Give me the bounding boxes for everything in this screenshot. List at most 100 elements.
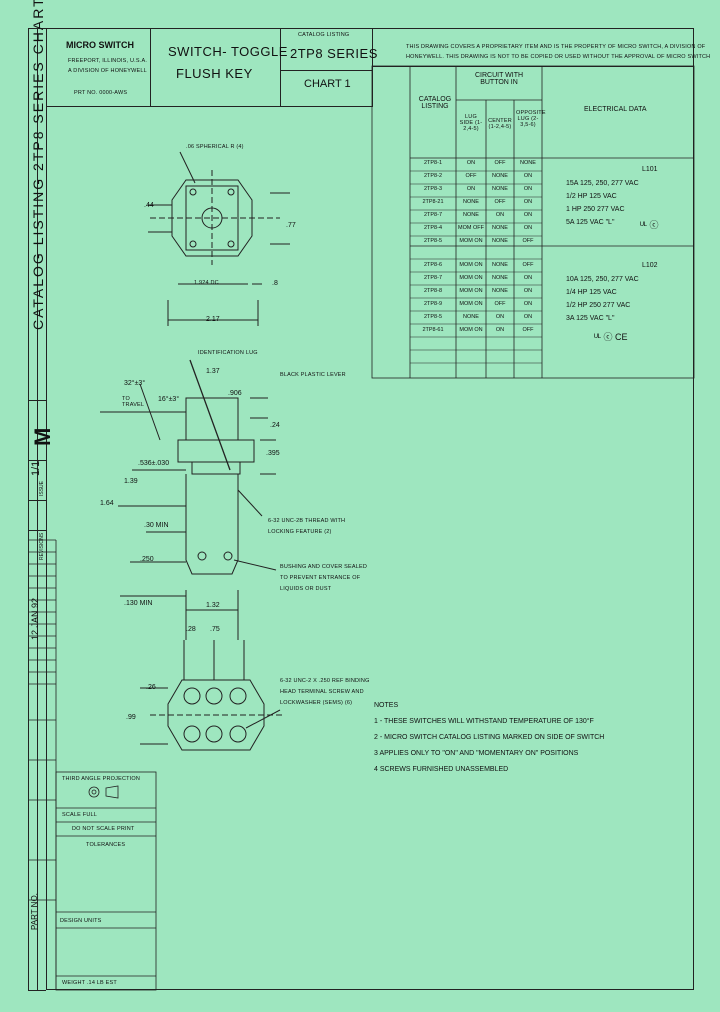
header-electrical: ELECTRICAL DATA bbox=[584, 106, 647, 113]
circuit-cell: ON bbox=[495, 212, 505, 218]
elec1-line4: 5A 125 VAC "L" bbox=[566, 219, 615, 226]
circuit-cell: ON bbox=[523, 199, 533, 205]
company-location: FREEPORT, ILLINOIS, U.S.A. bbox=[68, 58, 148, 64]
left-strip-border bbox=[28, 28, 29, 990]
tolerances-label: TOLERANCES bbox=[86, 842, 126, 848]
elec1-line3: 1 HP 250 277 VAC bbox=[566, 206, 625, 213]
elec2-line4: 3A 125 VAC "L" bbox=[566, 315, 615, 322]
dim-164: 1.64 bbox=[100, 500, 114, 507]
note-1: 1 - THESE SWITCHES WILL WITHSTAND TEMPER… bbox=[374, 718, 594, 725]
dim-26: .26 bbox=[146, 684, 156, 691]
circuit-cell: OFF bbox=[494, 301, 506, 307]
circuit-cell: OFF bbox=[522, 327, 534, 333]
catalog-cell: 2TP8-61 bbox=[422, 327, 444, 333]
dim-28: .28 bbox=[186, 626, 196, 633]
circuit-cell: ON bbox=[466, 160, 476, 166]
catalog-cell: 2TP8-9 bbox=[423, 301, 443, 307]
circuit-cell: ON bbox=[466, 186, 476, 192]
circuit-cell: NONE bbox=[492, 238, 508, 244]
circuit-cell: MOM ON bbox=[459, 327, 483, 333]
left-strip-sep3 bbox=[28, 500, 46, 501]
left-strip-bottom bbox=[28, 990, 46, 991]
ident-lug-label: IDENTIFICATION LUG bbox=[198, 350, 258, 356]
notice-line2: HONEYWELL. THIS DRAWING IS NOT TO BE COP… bbox=[406, 54, 711, 60]
tb-div2 bbox=[280, 28, 281, 106]
do-not-scale: DO NOT SCALE PRINT bbox=[72, 826, 135, 832]
company-division: A DIVISION OF HONEYWELL bbox=[68, 68, 147, 74]
screw-note: 6-32 UNC-2 X .250 REF BINDING HEAD TERMI… bbox=[280, 678, 370, 706]
dim-077: .77 bbox=[286, 222, 296, 229]
catalog-cell: 2TP8-7 bbox=[423, 275, 443, 281]
left-strip-divider bbox=[37, 28, 38, 990]
dim-137: 1.37 bbox=[206, 368, 220, 375]
projection-label: THIRD ANGLE PROJECTION bbox=[62, 776, 141, 782]
circuit-cell: ON bbox=[495, 314, 505, 320]
notice-sep bbox=[372, 66, 694, 67]
top-view-body bbox=[171, 179, 253, 257]
circuit-cell: OFF bbox=[494, 160, 506, 166]
bottom-view-body bbox=[167, 679, 265, 751]
dim-8: .8 bbox=[272, 280, 278, 287]
left-strip-top bbox=[28, 28, 46, 29]
drawing-title-line1: SWITCH- TOGGLE bbox=[168, 44, 288, 59]
ul-mark-1: ᵁᴸ ⓒ bbox=[640, 220, 659, 230]
circuit-cell: ON bbox=[523, 225, 533, 231]
circuit-cell: NONE bbox=[492, 275, 508, 281]
circuit-cell: MOM ON bbox=[459, 301, 483, 307]
catalog-cell: 2TP8-2 bbox=[423, 173, 443, 179]
circuit-cell: NONE bbox=[463, 199, 479, 205]
thread-note: 6-32 UNC-2B THREAD WITH LOCKING FEATURE … bbox=[268, 518, 346, 535]
circuit-cell: OFF bbox=[494, 199, 506, 205]
dim-130min: .130 MIN bbox=[124, 600, 153, 607]
circuit-cell: ON bbox=[495, 327, 505, 333]
elec1-code: L101 bbox=[642, 166, 658, 173]
circuit-cell: ON bbox=[523, 301, 533, 307]
circuit-cell: NONE bbox=[463, 314, 479, 320]
elec2-line3: 1/2 HP 250 277 VAC bbox=[566, 302, 631, 309]
circuit-cell: NONE bbox=[492, 225, 508, 231]
circuit-cell: MOM ON bbox=[459, 238, 483, 244]
header-center: CENTER (1-2,4-5) bbox=[488, 118, 512, 130]
dim-99: .99 bbox=[126, 714, 136, 721]
dim-132: 1.32 bbox=[206, 602, 220, 609]
circuit-cell: NONE bbox=[463, 212, 479, 218]
design-units: DESIGN UNITS bbox=[60, 918, 102, 924]
dim-044: .44 bbox=[144, 202, 154, 209]
bushing-note: BUSHING AND COVER SEALED TO PREVENT ENTR… bbox=[280, 564, 368, 592]
left-strip-sep2 bbox=[28, 460, 46, 461]
circuit-cell: MOM OFF bbox=[458, 225, 484, 231]
circuit-cell: ON bbox=[523, 212, 533, 218]
dim-30min: .30 MIN bbox=[144, 522, 169, 529]
catalog-cell: 2TP8-5 bbox=[423, 238, 443, 244]
drawing-title-line2: FLUSH KEY bbox=[176, 66, 253, 81]
header-catalog: CATALOG LISTING bbox=[418, 96, 452, 110]
left-strip-sep1 bbox=[28, 400, 46, 401]
dim-906: .906 bbox=[228, 390, 242, 397]
note-4: 4 SCREWS FURNISHED UNASSEMBLED bbox=[374, 766, 509, 773]
dim-75: .75 bbox=[210, 626, 220, 633]
catalog-cell: 2TP8-21 bbox=[422, 199, 444, 205]
catalog-label: CATALOG LISTING bbox=[298, 32, 350, 38]
dim-395: .395 bbox=[266, 450, 280, 457]
company-name: MICRO SWITCH bbox=[66, 40, 134, 50]
angle-label: TO TRAVEL bbox=[122, 396, 145, 408]
circuit-cell: OFF bbox=[522, 262, 534, 268]
elec1-line1: 15A 125, 250, 277 VAC bbox=[566, 180, 639, 187]
circuit-cell: MOM ON bbox=[459, 288, 483, 294]
circuit-cell: NONE bbox=[520, 160, 536, 166]
tb-div3 bbox=[372, 28, 373, 106]
tb-bottom bbox=[46, 106, 373, 107]
elec2-line2: 1/4 HP 125 VAC bbox=[566, 289, 617, 296]
circuit-cell: ON bbox=[523, 275, 533, 281]
angle-16: 16°±3° bbox=[158, 396, 180, 403]
angle-32: 32°±3° bbox=[124, 380, 146, 387]
black-lever-label: BLACK PLASTIC LEVER bbox=[280, 372, 346, 378]
header-opposite: OPPOSITE LUG (2-3,5-6) bbox=[516, 110, 546, 128]
circuit-cell: NONE bbox=[492, 173, 508, 179]
notice-line1: THIS DRAWING COVERS A PROPRIETARY ITEM A… bbox=[406, 44, 706, 50]
circuit-cell: ON bbox=[523, 288, 533, 294]
circuit-cell: MOM ON bbox=[459, 262, 483, 268]
dim-250: .250 bbox=[140, 556, 154, 563]
